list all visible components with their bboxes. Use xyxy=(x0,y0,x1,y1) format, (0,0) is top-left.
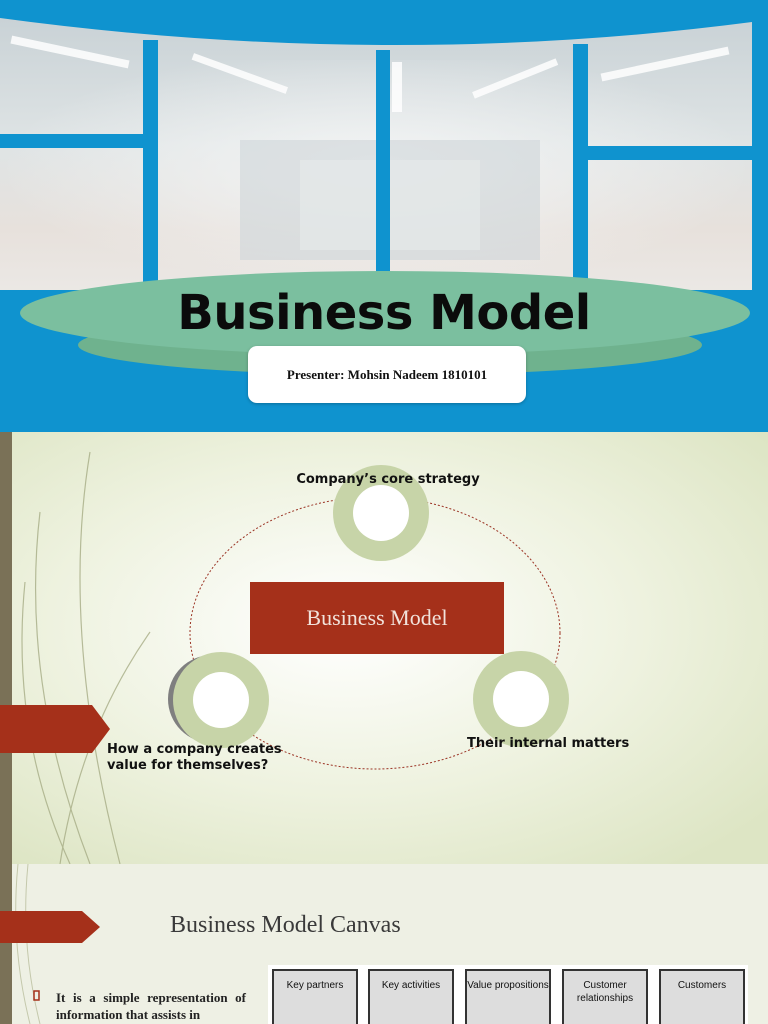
title-slide: Business Model Presenter: Mohsin Nadeem … xyxy=(0,0,768,432)
core-strategy-label: Company’s core strategy xyxy=(296,472,480,487)
canvas-block-key-activities: Key activities xyxy=(368,969,454,1024)
canvas-title: Business Model Canvas xyxy=(170,912,401,938)
bullet-icon xyxy=(33,990,40,1001)
canvas-grid: Key partners Key activities Value propos… xyxy=(268,965,748,1024)
canvas-description: It is a simple representation of informa… xyxy=(56,990,246,1022)
business-model-diagram-slide: Company’s core strategy Business Model H… xyxy=(0,432,768,864)
diagram-background xyxy=(0,432,768,864)
business-model-box: Business Model xyxy=(250,582,504,654)
business-model-canvas-slide: Business Model Canvas It is a simple rep… xyxy=(0,864,768,1024)
canvas-block-value-propositions: Value propositions xyxy=(465,969,551,1024)
slide-title: Business Model xyxy=(177,285,591,341)
canvas-block-customer-relationships: Customer relationships xyxy=(562,969,648,1024)
value-creation-label: How a company creates value for themselv… xyxy=(107,742,282,773)
office-hallway-background xyxy=(0,0,768,432)
internal-matters-label: Their internal matters xyxy=(467,736,630,751)
presenter-card: Presenter: Mohsin Nadeem 1810101 xyxy=(248,346,526,403)
canvas-block-key-partners: Key partners xyxy=(272,969,358,1024)
canvas-block-customers: Customers xyxy=(659,969,745,1024)
